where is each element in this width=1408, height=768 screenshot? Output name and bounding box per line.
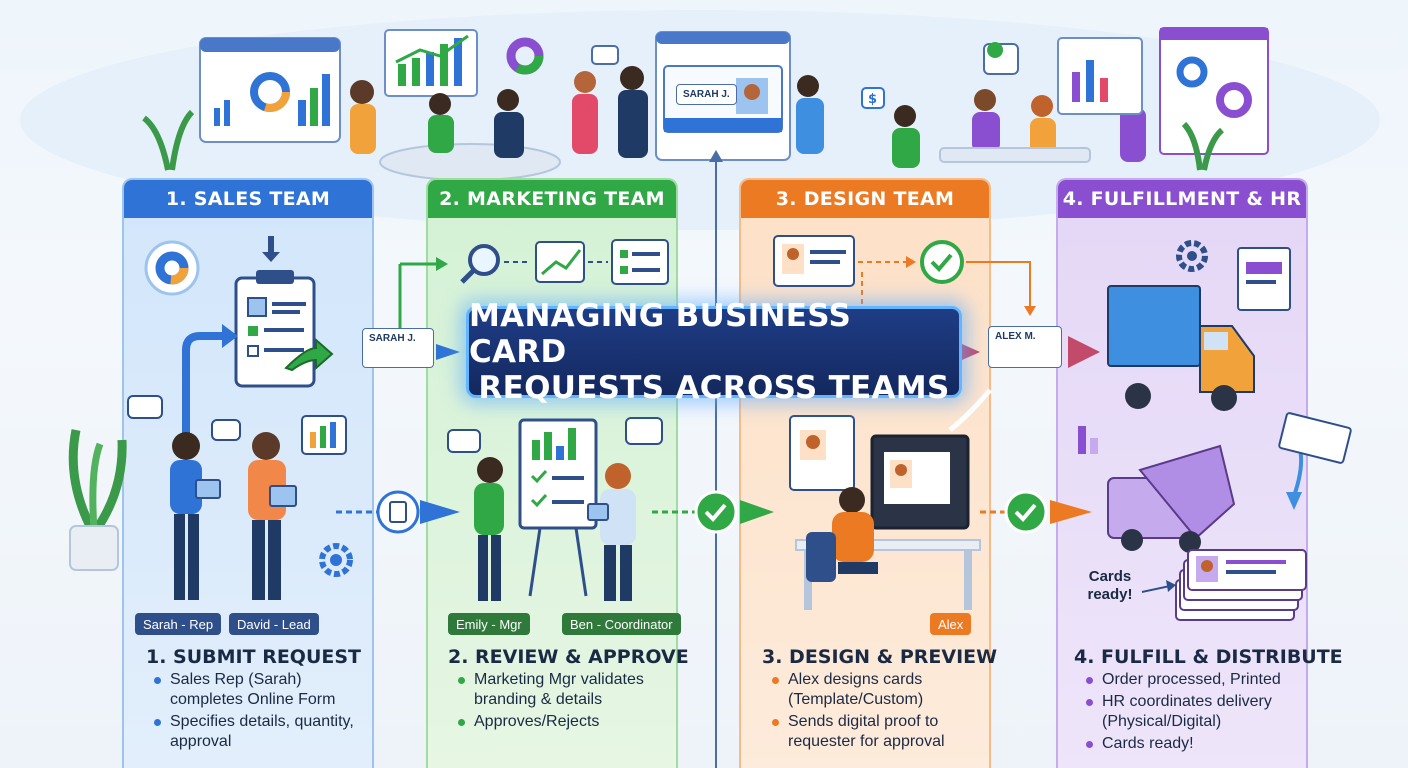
chat-bubble-icon xyxy=(625,417,663,445)
step-title-submit: 1. SUBMIT REQUEST xyxy=(146,646,362,668)
marketing-bullets: Marketing Mgr validates branding & detai… xyxy=(454,670,674,734)
svg-text:$: $ xyxy=(868,92,877,107)
analytics-monitor-icon xyxy=(1057,27,1269,155)
design-card-label: ALEX M. xyxy=(988,326,1062,368)
bullet-item: Order processed, Printed xyxy=(1082,670,1302,690)
fulfillment-hr-header: 4. FULFILLMENT & HR xyxy=(1058,180,1306,218)
marketing-team-header: 2. MARKETING TEAM xyxy=(428,180,676,218)
delivery-truck-icon xyxy=(1107,285,1255,411)
bullet-item: Alex designs cards (Template/Custom) xyxy=(768,670,978,710)
profile-card-icon xyxy=(773,235,855,287)
business-card-icon xyxy=(1278,412,1352,464)
title-line-2: REQUESTS ACROSS TEAMS xyxy=(478,370,950,406)
chat-bubble-icon xyxy=(447,429,481,453)
bullet-item: Marketing Mgr validates branding & detai… xyxy=(454,670,674,710)
name-tag-emily: Emily - Mgr xyxy=(448,613,530,635)
mini-bar-chart-icon xyxy=(1078,426,1098,454)
chat-bubble-icon xyxy=(591,45,619,65)
growth-chart-icon xyxy=(535,241,585,283)
bullet-item: Cards ready! xyxy=(1082,734,1302,754)
bullet-item: HR coordinates delivery (Physical/Digita… xyxy=(1082,692,1302,732)
step-title-review: 2. REVIEW & APPROVE xyxy=(448,646,689,668)
sales-card-label: SARAH J. xyxy=(362,328,434,368)
step-title-design: 3. DESIGN & PREVIEW xyxy=(762,646,998,668)
cards-ready-label: Cards ready! xyxy=(1087,568,1133,603)
bullet-item: Sends digital proof to requester for app… xyxy=(768,712,978,752)
gear-icon xyxy=(319,543,353,577)
bullet-item: Approves/Rejects xyxy=(454,712,674,732)
checklist-icon xyxy=(611,239,669,285)
gear-icon xyxy=(1176,240,1208,272)
document-stack-icon xyxy=(1237,247,1291,311)
sales-card-name: SARAH J. xyxy=(369,333,416,344)
mini-bar-chart-icon xyxy=(301,415,347,455)
marketing-people-illustration xyxy=(474,418,636,601)
clipboard-form-icon xyxy=(234,270,316,388)
chat-bubble-icon xyxy=(127,395,163,419)
card-stack-icon xyxy=(1175,549,1307,621)
chat-bubble-icon xyxy=(211,419,241,441)
sales-bullets: Sales Rep (Sarah) completes Online Form … xyxy=(150,670,360,754)
designer-workstation-illustration xyxy=(789,415,981,610)
potted-plant-icon xyxy=(68,429,127,571)
donut-chart-icon xyxy=(506,37,544,75)
name-tag-ben: Ben - Coordinator xyxy=(562,613,681,635)
design-card-name: ALEX M. xyxy=(995,331,1036,342)
title-line-1: MANAGING BUSINESS CARD xyxy=(469,298,852,370)
name-tag-sarah: Sarah - Rep xyxy=(135,613,222,635)
sales-people-illustration xyxy=(170,432,297,600)
fulfillment-bullets: Order processed, Printed HR coordinates … xyxy=(1082,670,1302,756)
delivery-van-icon xyxy=(1107,444,1236,553)
pie-chart-icon xyxy=(144,240,200,296)
name-tag-david: David - Lead xyxy=(229,613,319,635)
name-tag-alex: Alex xyxy=(930,613,972,635)
design-team-header: 3. DESIGN TEAM xyxy=(741,180,989,218)
dollar-icon xyxy=(861,87,885,109)
magnifier-icon xyxy=(460,244,500,284)
dashboard-monitor-icon xyxy=(199,37,341,143)
title-banner: MANAGING BUSINESS CARD REQUESTS ACROSS T… xyxy=(466,298,962,406)
design-bullets: Alex designs cards (Template/Custom) Sen… xyxy=(768,670,978,754)
bullet-item: Specifies details, quantity, approval xyxy=(150,712,360,752)
people-meeting-left xyxy=(350,66,648,158)
bullet-item: Sales Rep (Sarah) completes Online Form xyxy=(150,670,360,710)
sales-team-header: 1. SALES TEAM xyxy=(124,180,372,218)
step-title-fulfill: 4. FULFILL & DISTRIBUTE xyxy=(1074,646,1343,668)
bar-chart-panel-icon xyxy=(384,29,478,97)
people-meeting-right xyxy=(796,75,1146,168)
plant-icon xyxy=(142,109,1225,171)
presentation-card-label: SARAH J. xyxy=(676,84,737,105)
